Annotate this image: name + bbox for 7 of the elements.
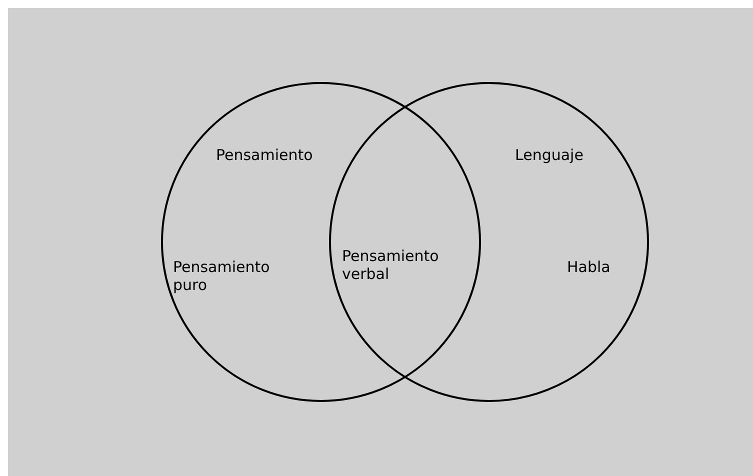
circle-label: Pensamiento — [216, 146, 314, 164]
circle-label: Habla — [567, 258, 612, 276]
venn-circle — [329, 82, 649, 402]
circle-label: Lenguaje — [515, 146, 584, 164]
overlap-label: Pensamiento verbal — [342, 247, 440, 283]
circle-label: Pensamiento puro — [173, 258, 271, 294]
venn-circle — [161, 82, 481, 402]
